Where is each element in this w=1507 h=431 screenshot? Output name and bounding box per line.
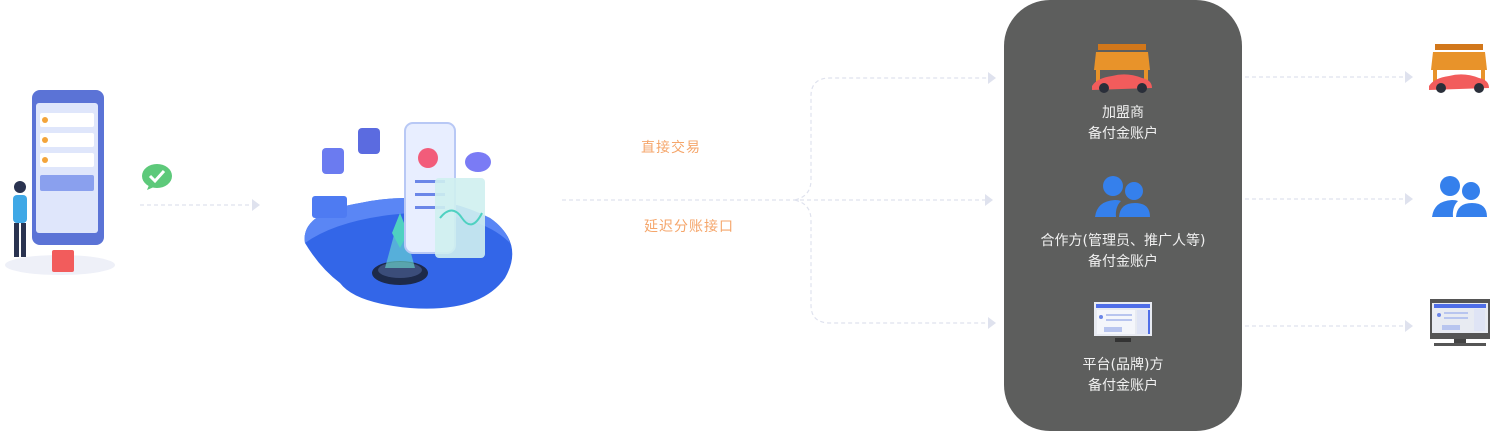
arrow-icon [985, 194, 993, 206]
users-icon [1095, 176, 1150, 217]
store-car-icon [1092, 44, 1152, 93]
wechat-icon [142, 164, 172, 190]
shopping-bag-icon [52, 250, 74, 272]
line-to-franchisee [794, 77, 988, 201]
account-name: 合作方(管理员、推广人等) [1040, 233, 1206, 249]
arrow-heads [252, 71, 1413, 332]
arrow-icon [1405, 320, 1413, 332]
monitor-icon [1430, 299, 1490, 346]
arrow-icon [1405, 71, 1413, 83]
franchisee-account: 加盟商 备付金账户 [1004, 103, 1242, 145]
customer-phone-illustration [5, 90, 115, 275]
account-name: 平台(品牌)方 [1082, 357, 1164, 373]
account-type: 备付金账户 [1088, 378, 1158, 394]
arrow-icon [1405, 193, 1413, 205]
line-to-brand [794, 199, 988, 324]
account-type: 备付金账户 [1088, 126, 1158, 142]
arrow-icon [988, 72, 996, 84]
reserve-accounts-panel: 加盟商 备付金账户 合作方(管理员、推广人等) 备付金账户 平台(品牌)方 备付… [1004, 0, 1242, 431]
arrow-icon [252, 199, 260, 211]
share-icon [358, 128, 380, 154]
direct-trade-label: 直接交易 [641, 140, 701, 156]
store-car-icon [1429, 44, 1489, 93]
account-name: 加盟商 [1102, 105, 1144, 121]
account-type: 备付金账户 [1088, 254, 1158, 270]
partner-account: 合作方(管理员、推广人等) 备付金账户 [1004, 231, 1242, 273]
delayed-split-label: 延迟分账接口 [644, 219, 734, 235]
monitor-icon [1094, 302, 1152, 342]
users-icon [1432, 176, 1487, 217]
payment-platform-illustration [304, 122, 513, 309]
brand-account: 平台(品牌)方 备付金账户 [1004, 355, 1242, 397]
cloud-sync-icon [465, 152, 491, 172]
arrow-icon [988, 317, 996, 329]
gear-icon [322, 148, 344, 174]
